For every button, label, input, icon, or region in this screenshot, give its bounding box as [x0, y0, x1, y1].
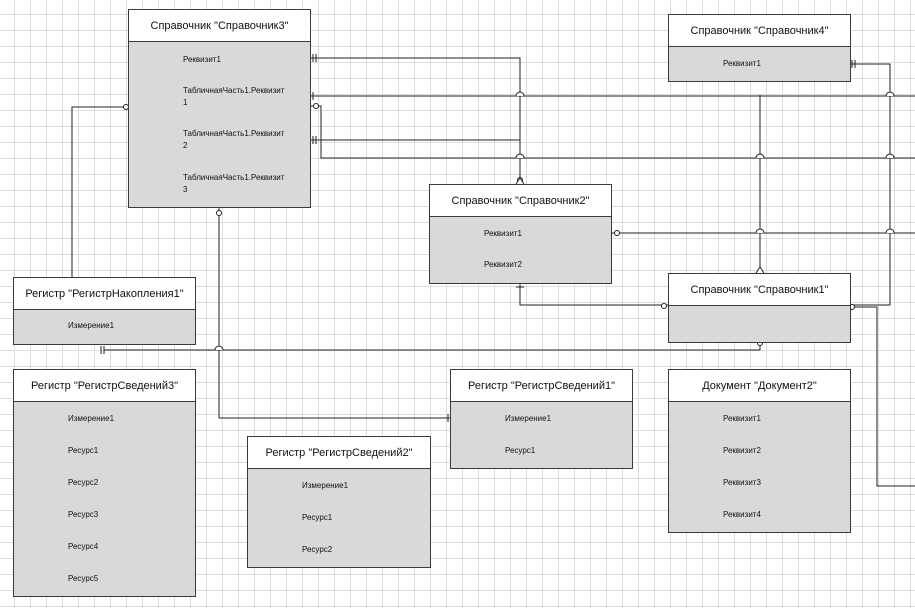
attribute: Измерение1 — [505, 414, 552, 423]
entity-registr-svedeniy3[interactable]: Регистр "РегистрСведений3" Измерение1 Ре… — [13, 369, 196, 597]
attribute: Ресурс2 — [68, 478, 99, 487]
entity-title: Справочник "Справочник3" — [129, 10, 310, 42]
entity-title: Справочник "Справочник1" — [669, 274, 850, 306]
attribute: ТабличнаяЧасть1.Реквизит — [183, 173, 285, 182]
attribute: Ресурс1 — [68, 446, 99, 455]
entity-title: Регистр "РегистрСведений3" — [14, 370, 195, 402]
entity-title: Регистр "РегистрСведений1" — [451, 370, 632, 402]
attribute: ТабличнаяЧасть1.Реквизит — [183, 129, 285, 138]
link-reg-spr3 — [71, 106, 128, 277]
attribute: Измерение1 — [68, 414, 115, 423]
attribute: Реквизит4 — [723, 510, 761, 519]
attribute: Реквизит3 — [723, 478, 761, 487]
attribute: Ресурс1 — [302, 513, 333, 522]
link-spr3-spr2-top — [310, 57, 521, 184]
entity-registr-nakopleniya1[interactable]: Регистр "РегистрНакопления1" Измерение1 — [13, 277, 196, 345]
attribute: Реквизит2 — [723, 446, 761, 455]
link-spr2-spr1 — [519, 283, 668, 306]
attribute: Реквизит1 — [484, 229, 522, 238]
entity-spravochnik3[interactable]: Справочник "Справочник3" Реквизит1 Табли… — [128, 9, 311, 208]
attribute: Реквизит2 — [484, 260, 522, 269]
entity-title: Документ "Документ2" — [669, 370, 850, 402]
attribute: Ресурс4 — [68, 542, 99, 551]
attribute: Реквизит1 — [723, 59, 761, 68]
attribute: Реквизит1 — [723, 414, 761, 423]
attribute: Ресурс3 — [68, 510, 99, 519]
attribute: Измерение1 — [302, 481, 349, 490]
attribute: Ресурс2 — [302, 545, 333, 554]
entity-title: Справочник "Справочник2" — [430, 185, 611, 217]
link-spr1-down — [850, 306, 915, 487]
attribute: 2 — [183, 141, 188, 150]
attribute: Ресурс5 — [68, 574, 99, 583]
entity-title: Регистр "РегистрСведений2" — [248, 437, 430, 469]
entity-registr-svedeniy1[interactable]: Регистр "РегистрСведений1" Измерение1 Ре… — [450, 369, 633, 469]
entity-title: Регистр "РегистрНакопления1" — [14, 278, 195, 310]
attribute: ТабличнаяЧасть1.Реквизит — [183, 86, 285, 95]
link-spr4-spr1 — [850, 63, 891, 306]
attribute: 1 — [183, 98, 188, 107]
link-regnak-spr1 — [104, 343, 761, 351]
link-spr3-regsv1 — [218, 208, 451, 419]
link-spr3-right-2 — [310, 105, 915, 159]
attribute: Реквизит1 — [183, 55, 221, 64]
entity-spravochnik2[interactable]: Справочник "Справочник2" Реквизит1 Рекви… — [429, 184, 612, 284]
entity-registr-svedeniy2[interactable]: Регистр "РегистрСведений2" Измерение1 Ре… — [247, 436, 431, 568]
entity-dokument2[interactable]: Документ "Документ2" Реквизит1 Реквизит2… — [668, 369, 851, 533]
attribute: 3 — [183, 185, 188, 194]
attribute: Ресурс1 — [505, 446, 536, 455]
attribute: Измерение1 — [68, 321, 115, 330]
entity-spravochnik1[interactable]: Справочник "Справочник1" — [668, 273, 851, 343]
entity-spravochnik4[interactable]: Справочник "Справочник4" Реквизит1 — [668, 14, 851, 82]
entity-title: Справочник "Справочник4" — [669, 15, 850, 47]
